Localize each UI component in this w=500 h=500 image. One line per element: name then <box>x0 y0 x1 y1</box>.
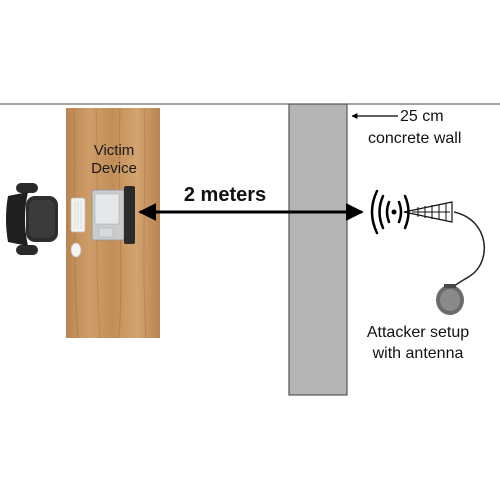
wall-label-line1: 25 cm <box>400 108 444 125</box>
attacker-label-line2: with antenna <box>372 345 464 362</box>
distance-label: 2 meters <box>183 184 267 206</box>
concrete-wall <box>288 103 348 396</box>
antenna-icon <box>403 201 453 223</box>
victim-label-line1: Victim <box>93 142 135 159</box>
antenna-cable <box>451 211 485 289</box>
attacker-setup-label: Attacker setup with antenna <box>352 322 484 364</box>
attacker-label-line1: Attacker setup <box>366 324 470 341</box>
wireless-signal-icon <box>370 189 410 235</box>
wall-label: 25 cm concrete wall <box>362 106 494 150</box>
office-chair-icon <box>6 183 58 255</box>
keyboard-icon <box>70 197 86 233</box>
victim-label-line2: Device <box>91 160 137 177</box>
victim-device-label: Victim Device <box>72 142 156 178</box>
receiver-device-icon <box>436 284 464 315</box>
wall-label-line2: concrete wall <box>368 130 462 147</box>
mouse-icon <box>70 242 82 258</box>
laptop-icon <box>91 186 135 244</box>
